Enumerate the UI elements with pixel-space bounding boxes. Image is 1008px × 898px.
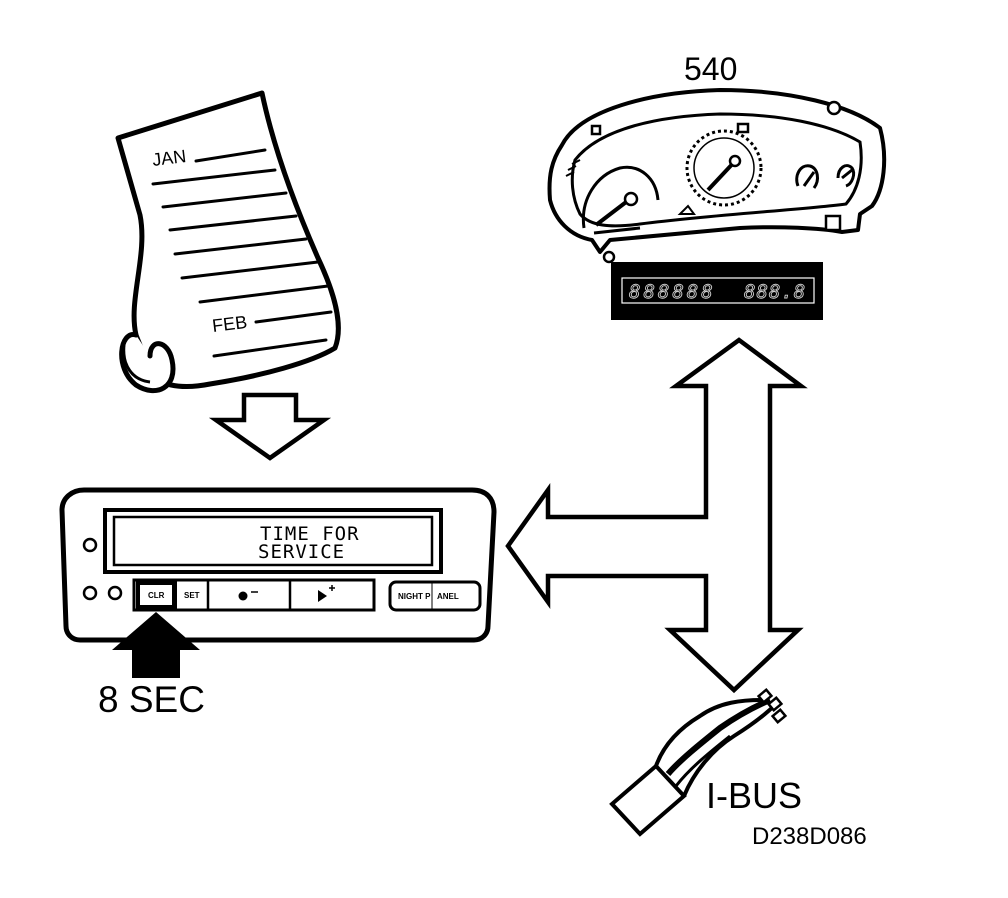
press-arrow-icon bbox=[112, 612, 200, 678]
panel-button-label: ANEL bbox=[437, 592, 459, 601]
information-display-unit: TIME FOR SERVICE bbox=[59, 487, 497, 643]
set-button-label: SET bbox=[184, 591, 200, 600]
display-line-1: TIME FOR bbox=[260, 523, 360, 545]
night-panel-button[interactable]: NIGHT P ANEL bbox=[388, 580, 482, 612]
press-duration-label: 8 SEC bbox=[98, 679, 205, 720]
down-button[interactable] bbox=[238, 580, 292, 610]
up-button[interactable] bbox=[318, 585, 335, 602]
figure-code: D238D086 bbox=[752, 823, 867, 850]
bus-connection-arrow bbox=[505, 337, 808, 694]
instrument-cluster bbox=[547, 88, 887, 264]
month-jan-label: JAN bbox=[151, 146, 187, 170]
odometer-total: 888888 bbox=[629, 281, 716, 303]
display-line-2: SERVICE bbox=[258, 541, 345, 563]
calendar-scroll: JAN FEB bbox=[115, 90, 341, 394]
clr-button-label: CLR bbox=[148, 591, 165, 600]
ibus-connector bbox=[609, 687, 788, 837]
set-button[interactable]: SET bbox=[175, 580, 210, 610]
clr-button[interactable]: CLR bbox=[136, 581, 176, 609]
down-arrow-icon bbox=[208, 392, 332, 461]
night-button-label: NIGHT P bbox=[398, 592, 431, 601]
ibus-label: I-BUS bbox=[706, 775, 802, 816]
odometer-display: 888888 888.8 bbox=[611, 262, 823, 320]
month-feb-label: FEB bbox=[211, 312, 248, 336]
cluster-number-label: 540 bbox=[684, 51, 737, 87]
odometer-trip: 888.8 bbox=[744, 281, 806, 303]
